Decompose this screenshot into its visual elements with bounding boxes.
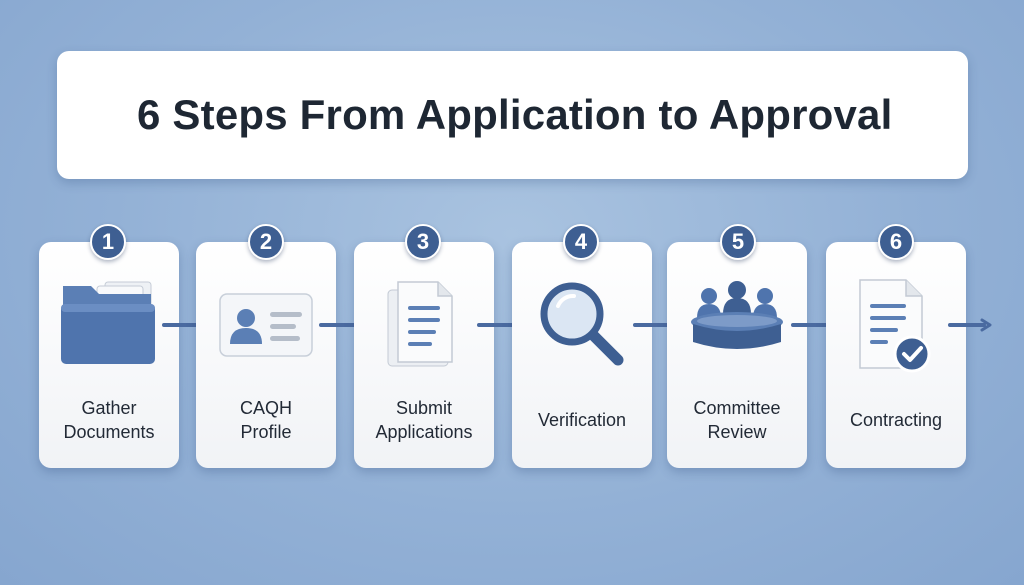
step-label-5-line1: Committee <box>693 398 781 418</box>
step-badge-6: 6 <box>878 224 914 260</box>
step-badge-4: 4 <box>563 224 599 260</box>
step-label-2-line1: CAQH <box>239 398 292 418</box>
step-badge-1: 1 <box>90 224 126 260</box>
documents-icon <box>387 281 453 367</box>
contract-check-icon <box>859 279 931 373</box>
magnifier-icon <box>540 282 624 366</box>
title-panel: 6 Steps From Application to Approval <box>57 51 968 179</box>
step-badge-5: 5 <box>720 224 756 260</box>
final-arrow <box>948 318 992 332</box>
step-badge-3: 3 <box>405 224 441 260</box>
step-label-2-line2: Profile <box>240 422 292 442</box>
step-card-2: CAQH Profile <box>196 242 336 468</box>
step-label-1-line2: Documents <box>63 422 155 442</box>
step-label-4: Verification <box>516 392 648 448</box>
step-card-6: Contracting <box>826 242 966 468</box>
step-card-4: Verification <box>512 242 652 468</box>
step-badge-2: 2 <box>248 224 284 260</box>
page-title: 6 Steps From Application to Approval <box>137 91 893 138</box>
step-label-1-line1: Gather <box>81 398 137 418</box>
step-label-4-line1: Verification <box>537 410 627 430</box>
step-label-3-line1: Submit <box>395 398 453 418</box>
step-label-6: Contracting <box>830 392 962 448</box>
step-label-3-line2: Applications <box>375 422 473 442</box>
step-label-5-line2: Review <box>707 422 767 442</box>
committee-icon <box>691 281 783 349</box>
step-label-6-line1: Contracting <box>849 410 943 430</box>
id-card-icon <box>219 293 313 357</box>
folder-icon <box>61 281 155 364</box>
step-label-2: CAQH Profile <box>200 392 332 448</box>
